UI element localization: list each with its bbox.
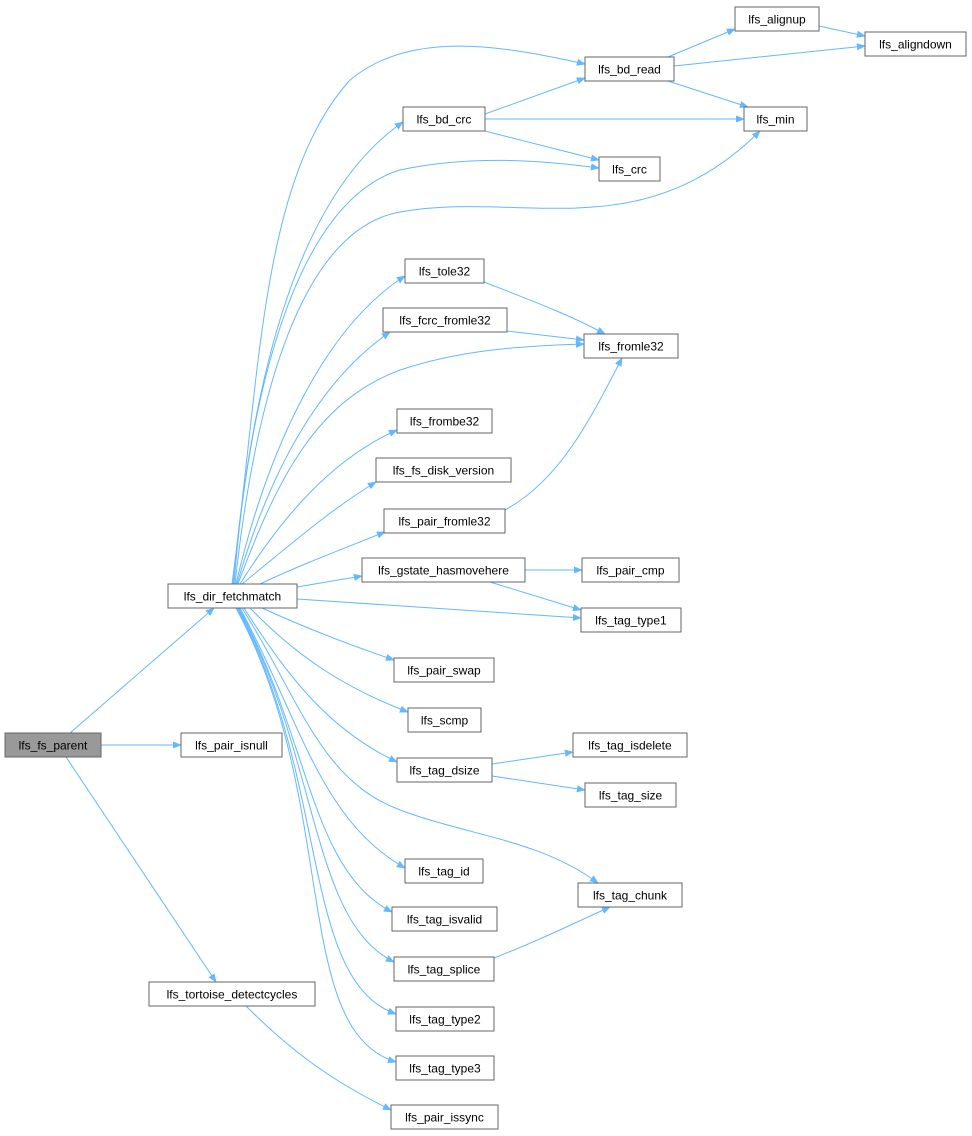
edge-lfs-dir-fetchmatch-to-lfs-frombe32	[239, 429, 398, 585]
node-label: lfs_pair_swap	[407, 664, 481, 678]
edge-lfs-gstate-hasmovehere-to-lfs-tag-type1	[489, 581, 582, 612]
node-label: lfs_frombe32	[410, 415, 480, 429]
node-label: lfs_min	[756, 113, 794, 127]
edge-lfs-dir-fetchmatch-to-lfs-tag-splice	[237, 607, 395, 963]
node-lfs-pair-issync[interactable]: lfs_pair_issync	[390, 1104, 499, 1130]
node-label: lfs_fcrc_fromle32	[399, 314, 491, 328]
node-label: lfs_dir_fetchmatch	[184, 590, 281, 604]
edge-lfs-dir-fetchmatch-to-lfs-gstate-hasmovehere	[296, 573, 363, 588]
edge-lfs-dir-fetchmatch-to-lfs-pair-swap	[261, 607, 395, 661]
edge-lfs-dir-fetchmatch-to-lfs-tag-type1	[296, 598, 582, 622]
edge-lfs-dir-fetchmatch-to-lfs-tag-type3	[235, 607, 397, 1064]
edge-lfs-dir-fetchmatch-to-lfs-tag-isvalid	[238, 607, 393, 913]
node-label: lfs_fromle32	[598, 340, 664, 354]
node-label: lfs_tag_type3	[409, 1062, 481, 1076]
edge-lfs-dir-fetchmatch-to-lfs-fromle32	[237, 340, 585, 585]
node-label: lfs_tag_splice	[408, 963, 481, 977]
node-lfs-tag-type2[interactable]: lfs_tag_type2	[395, 1006, 495, 1032]
node-lfs-dir-fetchmatch[interactable]: lfs_dir_fetchmatch	[167, 583, 298, 609]
node-lfs-frombe32[interactable]: lfs_frombe32	[396, 408, 493, 434]
node-label: lfs_tag_dsize	[409, 764, 479, 778]
edge-lfs-bd-crc-to-lfs-crc	[484, 130, 600, 162]
node-label: lfs_crc	[612, 163, 647, 177]
edge-lfs-tole32-to-lfs-fromle32	[483, 281, 606, 335]
edge-lfs-tag-splice-to-lfs-tag-chunk	[493, 906, 611, 959]
edge-lfs-bd-crc-to-lfs-bd-read	[484, 77, 586, 115]
node-lfs-aligndown[interactable]: lfs_aligndown	[864, 31, 967, 57]
node-label: lfs_tole32	[419, 265, 471, 279]
node-lfs-pair-isnull[interactable]: lfs_pair_isnull	[180, 732, 283, 758]
node-label: lfs_alignup	[748, 13, 806, 27]
node-label: lfs_aligndown	[879, 38, 952, 52]
node-lfs-tag-id[interactable]: lfs_tag_id	[404, 858, 484, 884]
node-label: lfs_pair_cmp	[596, 564, 664, 578]
node-label: lfs_tag_isdelete	[588, 739, 672, 753]
edge-lfs-bd-read-to-lfs-alignup	[667, 28, 736, 58]
edge-lfs-dir-fetchmatch-to-lfs-bd-read	[231, 45, 586, 585]
node-label: lfs_pair_isnull	[195, 739, 268, 753]
edge-lfs-dir-fetchmatch-to-lfs-tole32	[235, 275, 406, 585]
node-label: lfs_tag_type1	[595, 614, 667, 628]
node-lfs-bd-crc[interactable]: lfs_bd_crc	[402, 106, 486, 132]
node-label: lfs_gstate_hasmovehere	[378, 564, 509, 578]
edge-lfs-dir-fetchmatch-to-lfs-fs-disk-version	[241, 481, 377, 585]
node-lfs-pair-fromle32[interactable]: lfs_pair_fromle32	[383, 508, 506, 534]
node-lfs-tag-isvalid[interactable]: lfs_tag_isvalid	[391, 906, 498, 932]
edge-lfs-dir-fetchmatch-to-lfs-tag-type2	[236, 607, 397, 1015]
node-lfs-tag-type3[interactable]: lfs_tag_type3	[395, 1055, 495, 1081]
node-lfs-fromle32[interactable]: lfs_fromle32	[583, 333, 679, 359]
edge-lfs-fs-parent-to-lfs-dir-fetchmatch	[69, 607, 215, 734]
node-lfs-tag-size[interactable]: lfs_tag_size	[584, 782, 677, 808]
node-lfs-tag-chunk[interactable]: lfs_tag_chunk	[577, 882, 683, 908]
edge-lfs-tag-dsize-to-lfs-tag-size	[491, 775, 586, 793]
node-label: lfs_tag_type2	[409, 1013, 481, 1027]
edge-lfs-dir-fetchmatch-to-lfs-crc	[233, 159, 600, 585]
node-label: lfs_fs_parent	[19, 739, 88, 753]
node-label: lfs_bd_crc	[417, 113, 472, 127]
node-lfs-gstate-hasmovehere[interactable]: lfs_gstate_hasmovehere	[361, 557, 526, 583]
node-label: lfs_tag_isvalid	[407, 913, 482, 927]
node-lfs-tag-isdelete[interactable]: lfs_tag_isdelete	[572, 732, 688, 758]
node-lfs-pair-swap[interactable]: lfs_pair_swap	[393, 657, 495, 683]
edge-lfs-dir-fetchmatch-to-lfs-fcrc-fromle32	[236, 331, 391, 585]
node-label: lfs_tag_id	[418, 865, 469, 879]
node-lfs-bd-read[interactable]: lfs_bd_read	[584, 56, 675, 82]
node-lfs-alignup[interactable]: lfs_alignup	[734, 6, 820, 32]
node-lfs-scmp[interactable]: lfs_scmp	[407, 707, 482, 733]
edge-lfs-dir-fetchmatch-to-lfs-min	[234, 130, 761, 585]
node-label: lfs_fs_disk_version	[393, 464, 494, 478]
node-label: lfs_tag_size	[599, 789, 663, 803]
node-lfs-tortoise-detectcycles[interactable]: lfs_tortoise_detectcycles	[148, 981, 316, 1007]
node-label: lfs_pair_issync	[405, 1111, 484, 1125]
node-label: lfs_tortoise_detectcycles	[167, 988, 298, 1002]
edge-lfs-dir-fetchmatch-to-lfs-tag-chunk	[241, 607, 599, 884]
node-lfs-tag-splice[interactable]: lfs_tag_splice	[393, 956, 495, 982]
node-lfs-crc[interactable]: lfs_crc	[598, 156, 661, 182]
edge-lfs-pair-fromle32-to-lfs-fromle32	[504, 357, 623, 511]
node-lfs-min[interactable]: lfs_min	[743, 106, 808, 132]
node-label: lfs_scmp	[421, 714, 469, 728]
node-lfs-fcrc-fromle32[interactable]: lfs_fcrc_fromle32	[382, 307, 508, 333]
edge-lfs-tag-dsize-to-lfs-tag-isdelete	[491, 749, 574, 765]
node-lfs-pair-cmp[interactable]: lfs_pair_cmp	[581, 557, 680, 583]
node-label: lfs_bd_read	[598, 63, 661, 77]
node-lfs-fs-parent[interactable]: lfs_fs_parent	[4, 732, 102, 758]
node-label: lfs_tag_chunk	[593, 889, 668, 903]
node-lfs-tole32[interactable]: lfs_tole32	[404, 258, 485, 284]
edge-lfs-bd-read-to-lfs-aligndown	[673, 43, 866, 67]
node-lfs-tag-dsize[interactable]: lfs_tag_dsize	[396, 757, 493, 783]
edge-lfs-dir-fetchmatch-to-lfs-tag-id	[239, 607, 406, 869]
node-label: lfs_pair_fromle32	[398, 515, 490, 529]
edge-lfs-tortoise-detectcycles-to-lfs-pair-issync	[245, 1005, 392, 1111]
node-lfs-fs-disk-version[interactable]: lfs_fs_disk_version	[375, 457, 512, 483]
edge-lfs-alignup-to-lfs-aligndown	[818, 25, 866, 38]
edge-lfs-dir-fetchmatch-to-lfs-scmp	[249, 607, 409, 713]
edge-lfs-fs-parent-to-lfs-tortoise-detectcycles	[65, 756, 217, 983]
edge-lfs-dir-fetchmatch-to-lfs-pair-fromle32	[259, 531, 386, 585]
edge-lfs-bd-read-to-lfs-min	[667, 80, 749, 108]
edge-lfs-fcrc-fromle32-to-lfs-fromle32	[506, 330, 585, 343]
edge-lfs-dir-fetchmatch-to-lfs-tag-dsize	[243, 607, 398, 763]
node-lfs-tag-type1[interactable]: lfs_tag_type1	[580, 607, 682, 633]
